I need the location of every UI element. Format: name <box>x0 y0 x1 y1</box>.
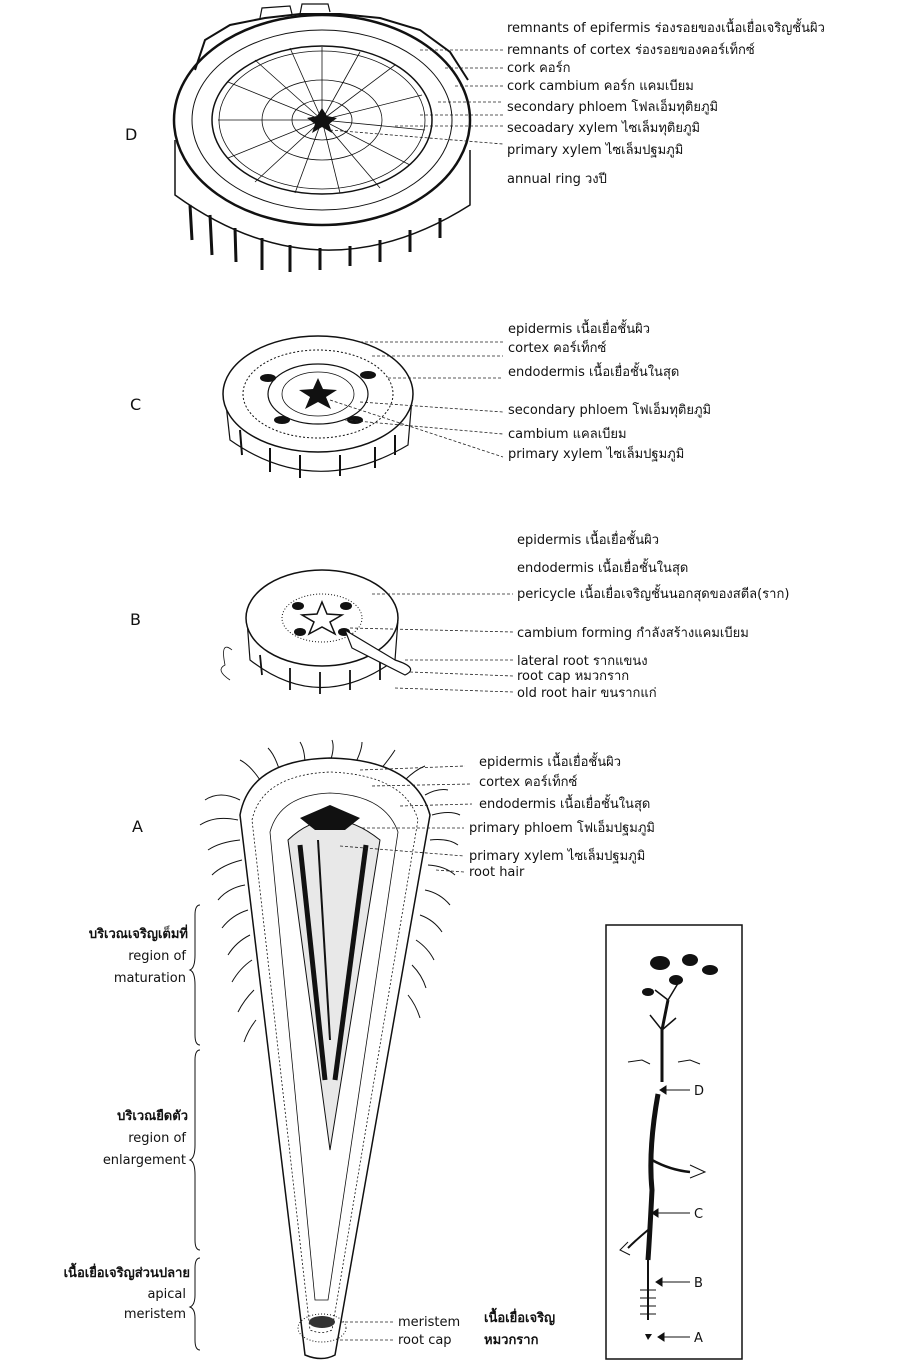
panel-d-label-secondary-phloem: secondary phloem โฟลเอ็มทุติยภูมิ <box>507 97 718 115</box>
panel-c-label-cortex: cortex คอร์เท็กซ์ <box>508 338 607 356</box>
tip-label-meristem-thai: เนื้อเยื่อเจริญ <box>484 1307 555 1326</box>
panel-a: A <box>64 740 655 1359</box>
region-enlargement-thai: บริเวณยืดตัว <box>117 1108 188 1124</box>
region-maturation-thai: บริเวณเจริญเต็มที่ <box>89 924 188 942</box>
panel-a-label-primary-xylem: primary xylem ไซเล็มปฐมภูมิ <box>469 846 645 864</box>
panel-c-label-endodermis: endodermis เนื้อเยื่อชั้นในสุด <box>508 362 679 380</box>
panel-b-root-illustration <box>221 570 411 694</box>
panel-a-label-cortex: cortex คอร์เท็กซ์ <box>479 772 578 790</box>
panel-b-label-pericycle: pericycle เนื้อเยื่อเจริญชั้นนอกสุดของสต… <box>517 584 789 602</box>
panel-d-label-cork-cambium: cork cambium คอร์ก แคมเบียม <box>507 78 694 94</box>
inset-marker-b: B <box>694 1276 703 1291</box>
panel-d-label-primary-xylem: primary xylem ไซเล็มปฐมภูมิ <box>507 140 683 158</box>
panel-d-label-cork: cork คอร์ก <box>507 60 570 76</box>
panel-letter-c: C <box>130 395 141 414</box>
panel-d-label-annual-ring: annual ring วงปี <box>507 171 607 187</box>
panel-letter-b: B <box>130 610 141 629</box>
panel-b-label-root-cap: root cap หมวกราก <box>517 669 629 684</box>
panel-a-label-primary-phloem: primary phloem โฟเอ็มปฐมภูมิ <box>469 818 655 836</box>
panel-a-region-brackets <box>190 905 200 1350</box>
panel-d: D <box>125 4 825 272</box>
panel-b: B epidermis เนื้อเยื่อชั้นผิว endodermis… <box>130 530 789 701</box>
panel-a-label-root-hair: root hair <box>469 865 525 880</box>
region-apical-line1: apical <box>147 1287 186 1302</box>
panel-c-label-epidermis: epidermis เนื้อเยื่อชั้นผิว <box>508 319 650 337</box>
inset-marker-c: C <box>694 1207 703 1222</box>
region-apical-thai: เนื้อเยื่อเจริญส่วนปลาย <box>64 1262 190 1281</box>
panel-c-label-secondary-phloem: secondary phloem โฟเอ็มทุติยภูมิ <box>508 400 711 418</box>
panel-letter-d: D <box>125 125 137 144</box>
panel-a-label-epidermis: epidermis เนื้อเยื่อชั้นผิว <box>479 752 621 770</box>
panel-b-label-endodermis: endodermis เนื้อเยื่อชั้นในสุด <box>517 558 688 576</box>
inset-marker-d: D <box>694 1084 704 1099</box>
panel-c-stem-illustration <box>223 336 413 478</box>
region-maturation-line1: region of <box>128 949 186 964</box>
tip-label-root-cap-thai: หมวกราก <box>484 1333 539 1348</box>
panel-a-root-tip-illustration <box>200 740 460 1359</box>
region-enlargement-line1: region of <box>128 1131 186 1146</box>
panel-b-label-cambium-forming: cambium forming กำลังสร้างแคมเบียม <box>517 625 749 641</box>
panel-b-label-epidermis: epidermis เนื้อเยื่อชั้นผิว <box>517 530 659 548</box>
tip-label-meristem: meristem <box>398 1315 460 1330</box>
panel-a-label-endodermis: endodermis เนื้อเยื่อชั้นในสุด <box>479 794 650 812</box>
region-enlargement-line2: enlargement <box>103 1153 186 1168</box>
panel-c-label-primary-xylem: primary xylem ไซเล็มปฐมภูมิ <box>508 444 684 462</box>
panel-d-label-remnants-epidermis: remnants of epifermis ร่องรอยของเนื้อเยื… <box>507 18 825 36</box>
region-maturation-line2: maturation <box>114 971 186 986</box>
tip-label-root-cap: root cap <box>398 1333 452 1348</box>
panel-d-label-secondary-xylem: secoadary xylem ไซเล็มทุติยภูมิ <box>507 118 700 136</box>
panel-b-label-lateral-root: lateral root รากแขนง <box>517 654 648 669</box>
panel-b-label-old-root-hair: old root hair ขนรากแก่ <box>517 686 657 701</box>
panel-d-label-remnants-cortex: remnants of cortex ร่องรอยของคอร์เท็กซ์ <box>507 40 755 58</box>
panel-c: C epidermis เนื้อเยื่อชั้นผิว cortex คอร… <box>130 319 711 478</box>
inset-marker-a: A <box>694 1331 703 1346</box>
panel-c-label-cambium: cambium แคลเบียม <box>508 426 627 442</box>
inset-whole-plant: D C B A <box>606 925 742 1359</box>
region-apical-line2: meristem <box>124 1307 186 1322</box>
panel-letter-a: A <box>132 817 143 836</box>
